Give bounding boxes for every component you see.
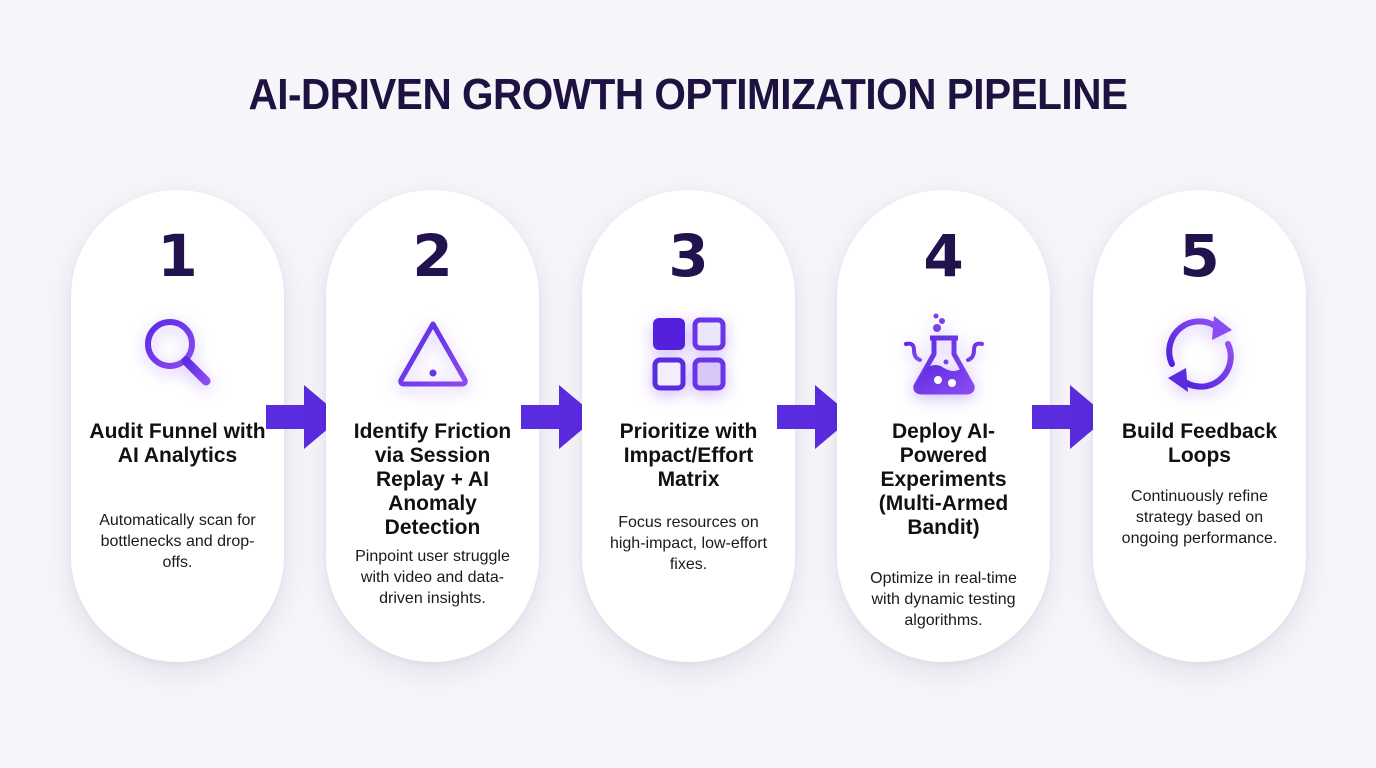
step-number: 3 [668,222,709,290]
step-heading: Prioritize with Impact/Effort Matrix [619,420,758,491]
step-description: Focus resources on high-impact, low-effo… [609,514,768,573]
step-card-2: 2 Identify Friction via Session Replay +… [326,190,539,662]
warning-icon [391,312,475,396]
step-card-4: 4 Deploy AI-Powered Experiments (Multi-A… [837,190,1050,662]
step-card-5: 5 Build Feedback Loops Continuously refi… [1093,190,1306,662]
arrow-right-icon [521,385,597,449]
step-description: Automatically scan for bottlenecks and d… [99,512,256,571]
arrow-right-icon [777,385,853,449]
step-number: 2 [412,222,453,290]
step-description: Pinpoint user struggle with video and da… [355,548,510,607]
arrow-right-icon [266,385,342,449]
arrow-right-icon [1032,385,1108,449]
step-heading: Identify Friction via Session Replay + A… [353,420,512,539]
step-number: 5 [1179,222,1220,290]
step-heading: Audit Funnel with AI Analytics [89,420,266,467]
page-title: AI-DRIVEN GROWTH OPTIMIZATION PIPELINE [248,70,1128,119]
step-heading: Build Feedback Loops [1121,420,1278,467]
flask-icon [902,312,986,396]
refresh-cycle-icon [1158,312,1242,396]
step-description: Optimize in real-time with dynamic testi… [870,570,1017,629]
step-number: 4 [923,222,964,290]
grid-matrix-icon [647,312,731,396]
search-icon [136,312,220,396]
step-card-3: 3 Prioritize with Impact/Effort Matrix F… [582,190,795,662]
step-card-1: 1 Audit Funnel with AI Analytics Automat… [71,190,284,662]
step-number: 1 [157,222,198,290]
step-description: Continuously refine strategy based on on… [1121,488,1278,547]
step-heading: Deploy AI-Powered Experiments (Multi-Arm… [878,420,1009,539]
